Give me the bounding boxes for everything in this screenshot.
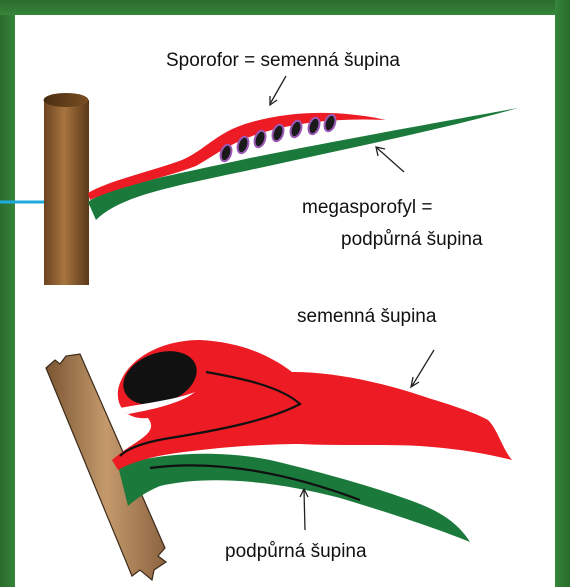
arrow-megasporofyl bbox=[377, 148, 404, 172]
arrow-podpurna bbox=[304, 490, 305, 530]
label-semenna: semenná šupina bbox=[297, 306, 437, 327]
label-podpurna: podpůrná šupina bbox=[225, 541, 367, 562]
arrow-sporofor bbox=[270, 76, 286, 104]
label-megasporofyl-2: podpůrná šupina bbox=[341, 229, 483, 250]
arrow-semenna bbox=[412, 350, 434, 386]
trunk-top bbox=[44, 93, 90, 285]
label-sporofor: Sporofor = semenná šupina bbox=[166, 50, 400, 71]
label-megasporofyl-1: megasporofyl = bbox=[302, 197, 432, 218]
